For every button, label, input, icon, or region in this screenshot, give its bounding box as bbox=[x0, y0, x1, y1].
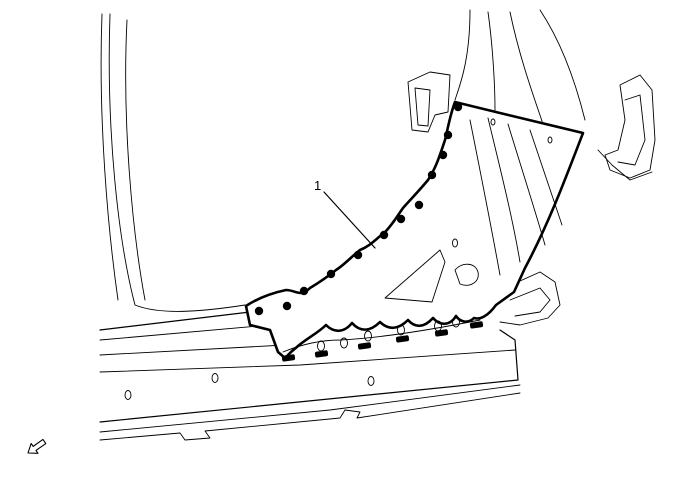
wheelhouse-arc-3 bbox=[509, 11, 546, 131]
weld-point bbox=[443, 130, 453, 140]
callout-1: 1 bbox=[314, 178, 376, 249]
fender-bracket bbox=[604, 74, 656, 179]
door-opening-inner-edge bbox=[108, 13, 246, 312]
flange-hole bbox=[397, 324, 405, 336]
rocker-line-2 bbox=[99, 344, 286, 356]
fender-edge bbox=[597, 149, 653, 181]
weld-point bbox=[453, 102, 463, 112]
rocker-line-1 bbox=[99, 324, 271, 341]
weld-point-slot bbox=[395, 335, 410, 343]
wheelhouse-arc-1 bbox=[454, 9, 471, 101]
panel-boss bbox=[454, 263, 479, 286]
body-structure bbox=[99, 9, 656, 441]
callout-1-leader bbox=[323, 191, 376, 249]
callout-1-label: 1 bbox=[314, 178, 321, 193]
flange-hole bbox=[340, 337, 348, 349]
upper-bracket bbox=[407, 71, 451, 133]
reinforcement-panel bbox=[244, 100, 585, 360]
weld-point bbox=[254, 306, 264, 316]
weld-point bbox=[379, 230, 389, 240]
wheelhouse-arc-2 bbox=[487, 11, 496, 111]
fender-bracket-inner bbox=[617, 94, 646, 166]
rocker-lower-flange bbox=[99, 384, 521, 433]
panel-inner-ridge-2 bbox=[487, 117, 521, 263]
panel-hole bbox=[547, 136, 553, 144]
weld-point-slot bbox=[281, 354, 296, 362]
panel-pocket bbox=[384, 249, 446, 303]
upper-bracket-inner bbox=[414, 87, 431, 127]
weld-point bbox=[438, 150, 448, 160]
wheelhouse-arc-4 bbox=[539, 9, 586, 121]
weld-point bbox=[299, 286, 309, 296]
rocker-front-face bbox=[99, 329, 519, 423]
flange-hole bbox=[364, 330, 372, 342]
weld-point bbox=[396, 214, 406, 224]
weld-point bbox=[427, 170, 437, 180]
panel-inner-ridge-1 bbox=[469, 119, 501, 276]
panel-inner-ridge-3 bbox=[507, 123, 546, 246]
flange-hole bbox=[452, 316, 460, 328]
rocker-end-cap-inner bbox=[509, 287, 551, 317]
reinforcement-panel-outline bbox=[244, 100, 585, 360]
weld-points bbox=[254, 102, 484, 362]
panel-inner-ridge-4 bbox=[529, 129, 563, 226]
rocker-hole bbox=[367, 376, 375, 386]
weld-point-slot bbox=[434, 329, 449, 337]
panel-hole bbox=[452, 238, 458, 248]
rocker-hole bbox=[211, 373, 219, 383]
weld-point bbox=[414, 200, 424, 210]
rocker-end-cap bbox=[499, 271, 561, 326]
rocker-lower-return bbox=[99, 392, 521, 441]
weld-point-slot bbox=[357, 342, 372, 350]
panel-hole bbox=[490, 118, 496, 126]
rocker-hole bbox=[124, 390, 132, 400]
weld-point bbox=[282, 301, 292, 311]
rocker-line-3 bbox=[99, 349, 516, 373]
rocker-top-edge bbox=[99, 311, 251, 331]
door-opening-outer-edge bbox=[100, 13, 119, 301]
weld-point-slot bbox=[469, 321, 484, 329]
flange-hole bbox=[317, 340, 325, 352]
weld-point-slot bbox=[314, 350, 329, 358]
weld-point bbox=[326, 269, 336, 279]
weld-point bbox=[353, 250, 363, 260]
panel-lower-flange bbox=[282, 319, 481, 353]
door-opening-curve bbox=[125, 19, 146, 301]
front-arrow-icon bbox=[27, 438, 47, 454]
